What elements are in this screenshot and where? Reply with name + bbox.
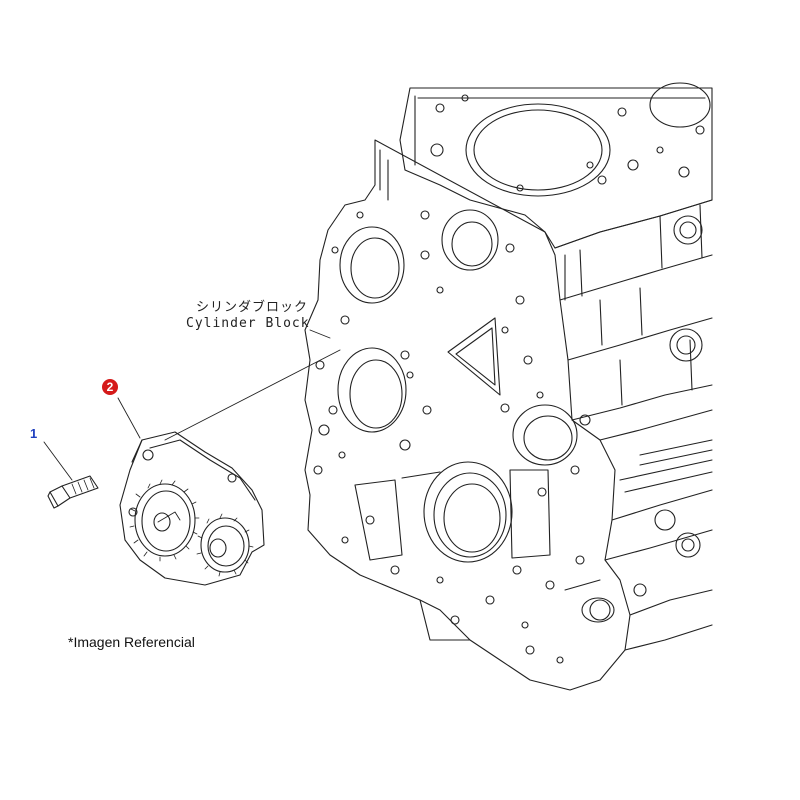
cylinder-block-label-jp: シリンダブロック: [196, 300, 309, 315]
callout-1-leader: [43, 441, 73, 481]
callout-oil-pump[interactable]: 2: [102, 379, 118, 395]
pump-leader-line: [164, 349, 341, 441]
bolt: [47, 475, 99, 509]
block-label-leader: [309, 329, 331, 339]
cylinder-block-label-en: Cylinder Block: [186, 316, 310, 331]
callout-bolt[interactable]: 1: [30, 426, 38, 441]
cylinder-block: [304, 82, 713, 691]
oil-pump: [119, 431, 265, 586]
callout-2-leader: [117, 397, 141, 439]
reference-note: *Imagen Referencial: [68, 634, 195, 650]
